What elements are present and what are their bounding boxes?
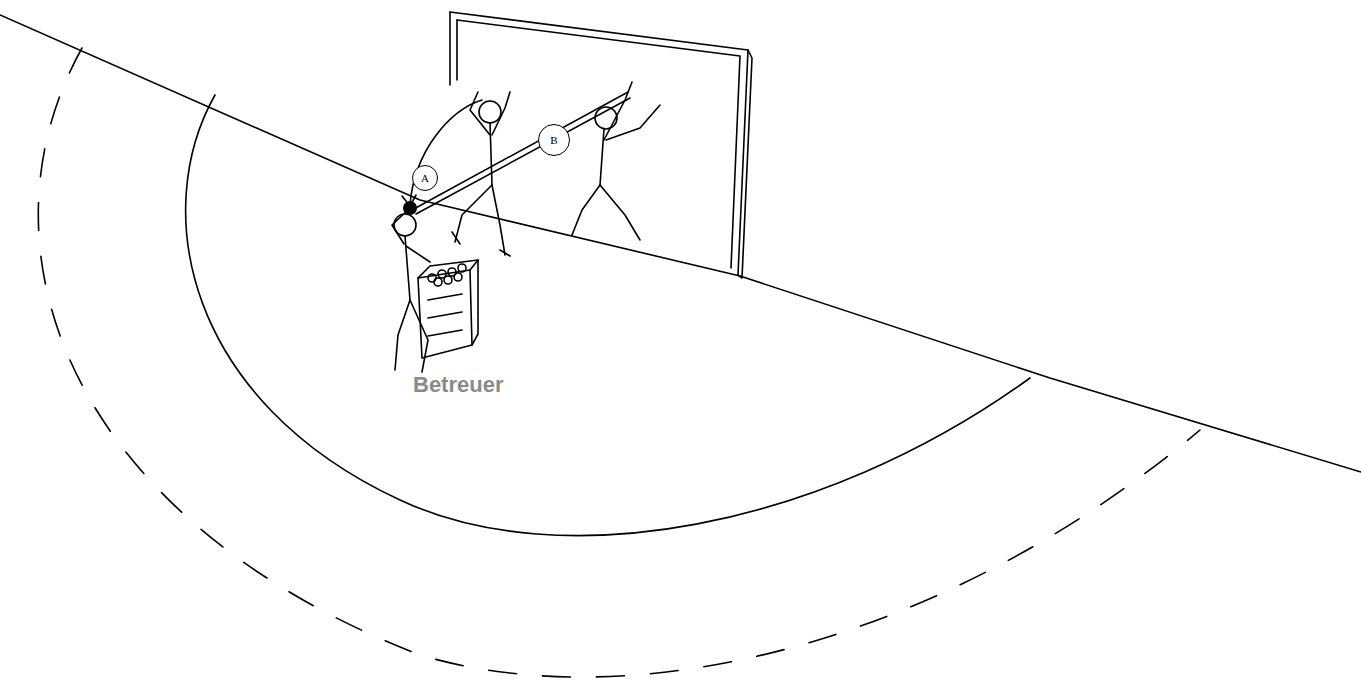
goal-area-line xyxy=(186,95,1030,536)
goal-frame-inner xyxy=(457,20,740,268)
goalkeeper xyxy=(452,92,510,256)
goal-line xyxy=(0,15,1361,472)
ball-box xyxy=(418,260,478,358)
ball xyxy=(403,201,417,215)
person-label: Betreuer xyxy=(413,372,503,398)
callout-circle: B xyxy=(538,124,570,156)
goal-post xyxy=(450,12,457,85)
callout-letter: A xyxy=(421,173,429,184)
callout-letter: B xyxy=(550,135,557,146)
trainer-figure xyxy=(392,210,430,372)
goal-post-depth xyxy=(738,50,752,278)
pass-arrow-a xyxy=(410,100,482,204)
pass-line-b xyxy=(416,98,630,214)
free-throw-line xyxy=(38,48,1200,677)
goal-frame xyxy=(450,12,748,275)
callout-circle: A xyxy=(412,165,438,191)
pass-line-b xyxy=(412,92,628,210)
